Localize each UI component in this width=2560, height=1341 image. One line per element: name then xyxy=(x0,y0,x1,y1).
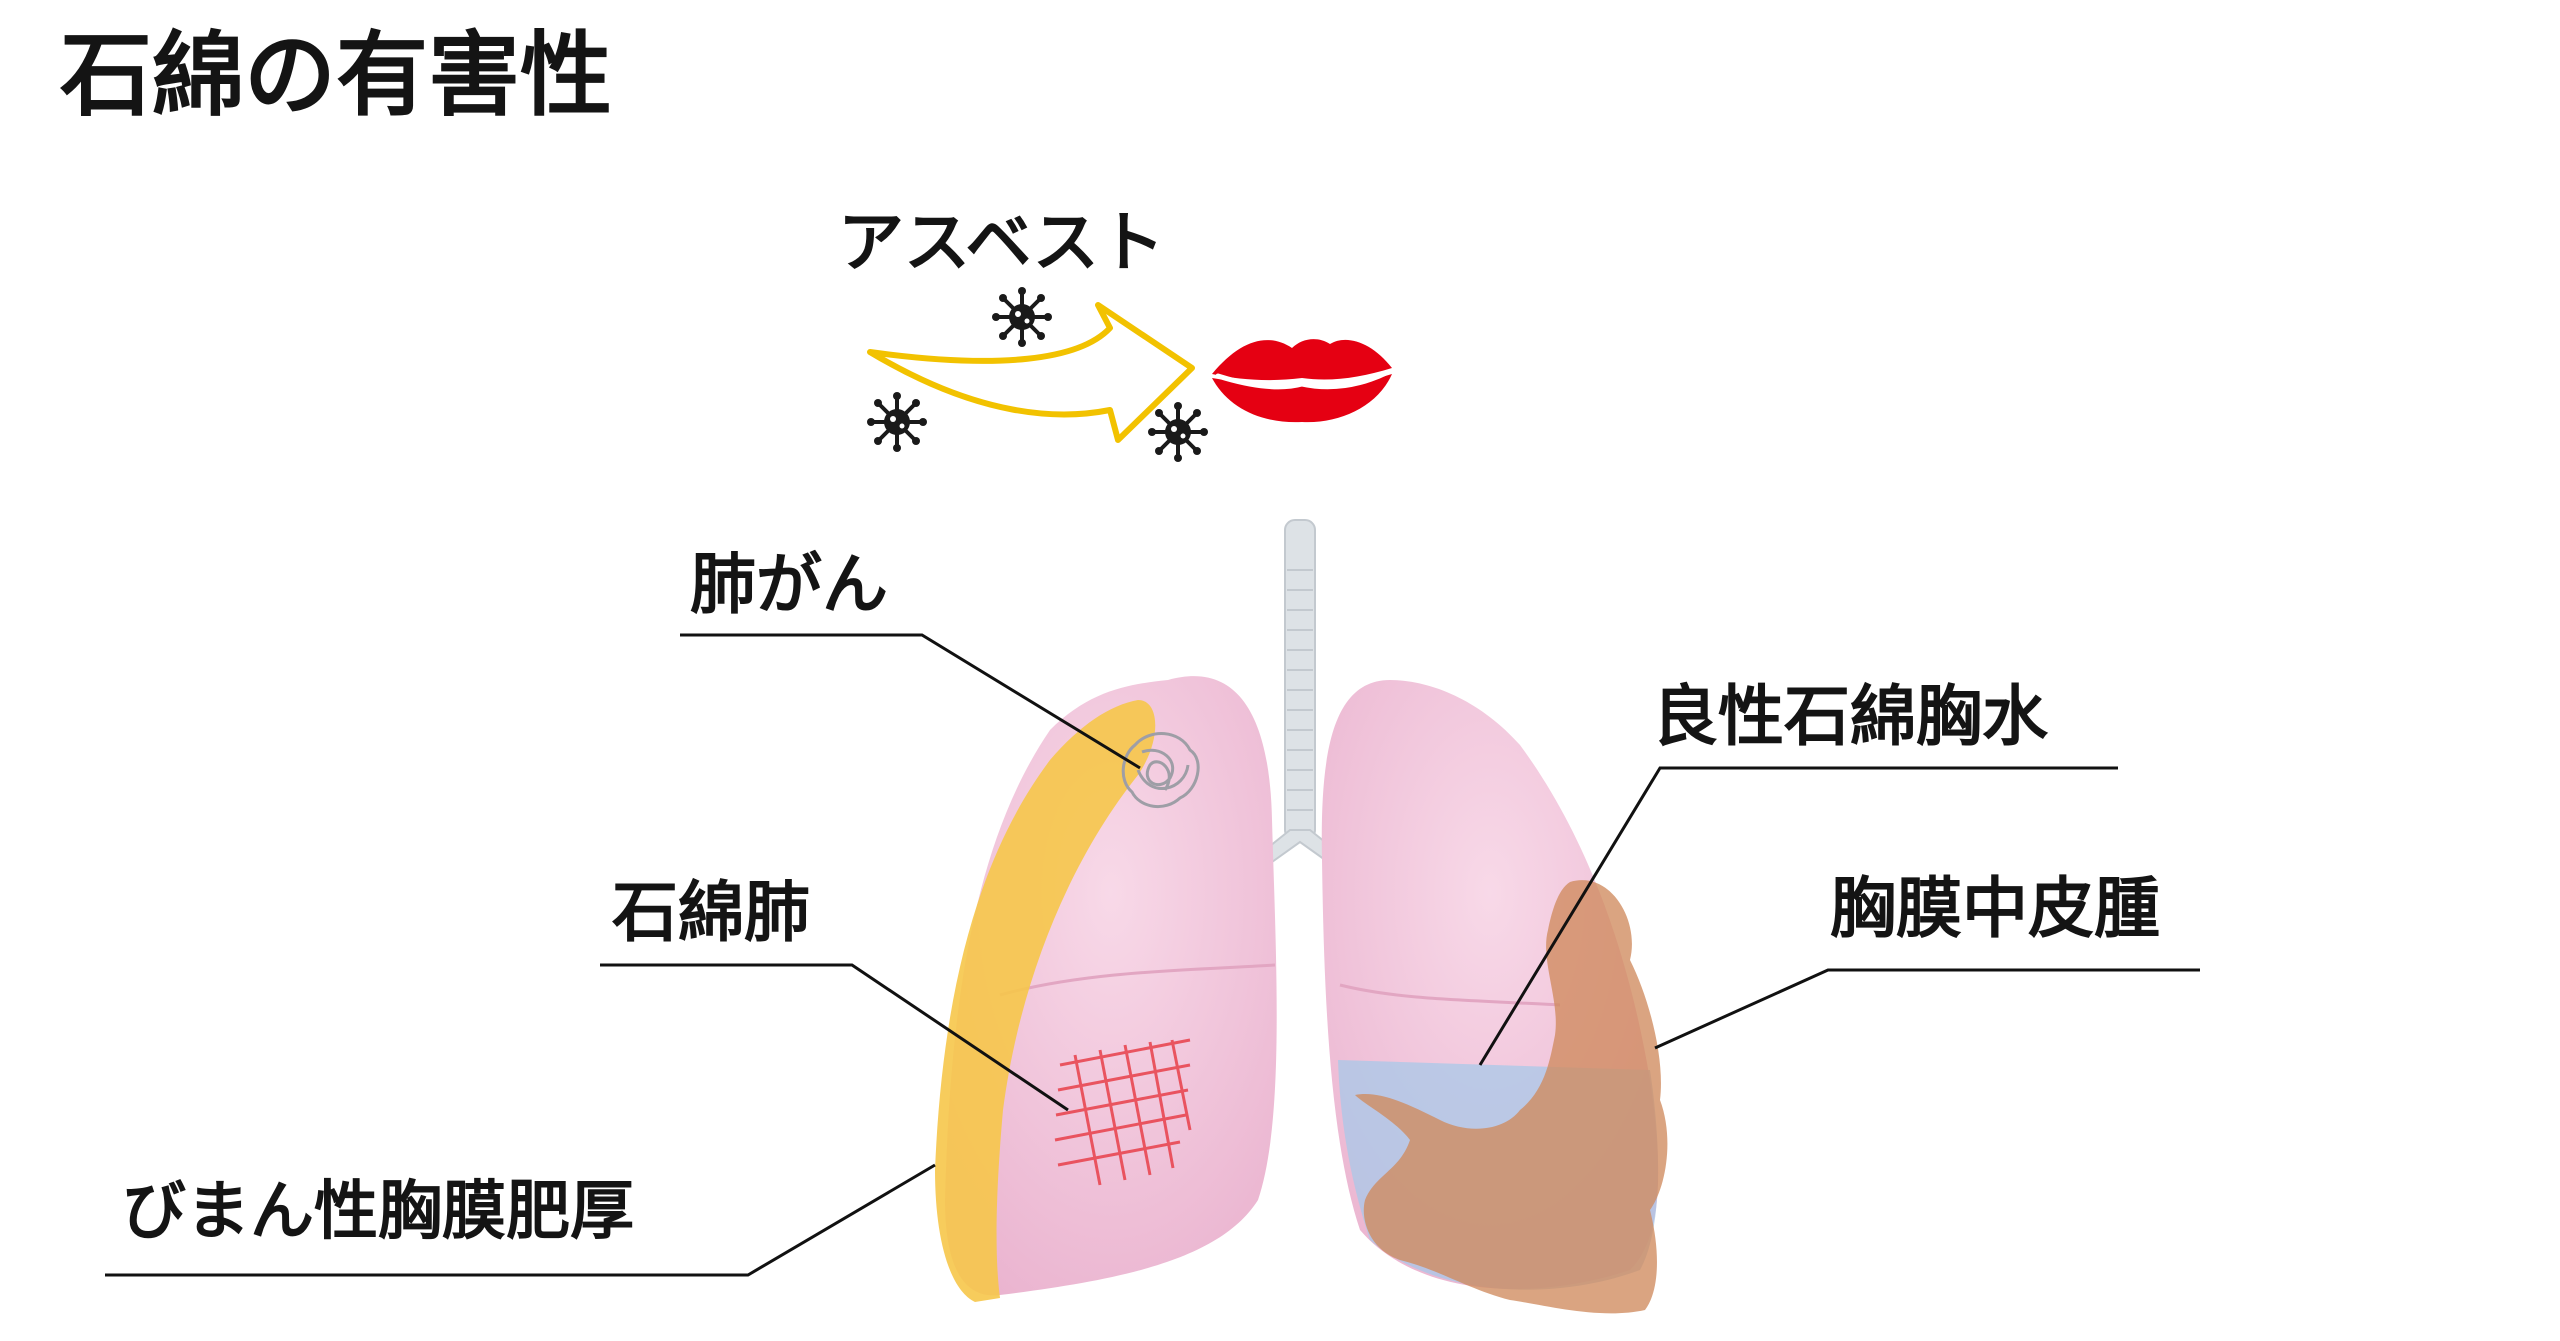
virus-icon xyxy=(865,390,929,454)
pleural-mesothelioma-label: 胸膜中皮腫 xyxy=(1830,870,2160,947)
pleural-mesothelioma xyxy=(1355,880,1668,1314)
page-title: 石綿の有害性 xyxy=(60,22,613,129)
asbestosis-label: 石綿肺 xyxy=(612,874,810,951)
diffuse-pleural-thickening-label: びまん性胸膜肥厚 xyxy=(122,1175,634,1249)
benign-asbestos-pleural-effusion-label: 良性石綿胸水 xyxy=(1652,678,2048,755)
asbestos-label: アスベスト xyxy=(838,204,1165,281)
virus-icon xyxy=(990,285,1054,349)
leader-lines xyxy=(105,633,2200,1277)
lung-cancer-label: 肺がん xyxy=(690,546,888,623)
asbestosis-mesh xyxy=(1054,1038,1192,1186)
arrow-icon xyxy=(867,302,1195,443)
tumor-icon xyxy=(1121,732,1200,808)
lips-icon xyxy=(1212,339,1392,423)
virus-icon xyxy=(1146,400,1210,464)
diffuse-pleural-thickening xyxy=(935,700,1156,1302)
